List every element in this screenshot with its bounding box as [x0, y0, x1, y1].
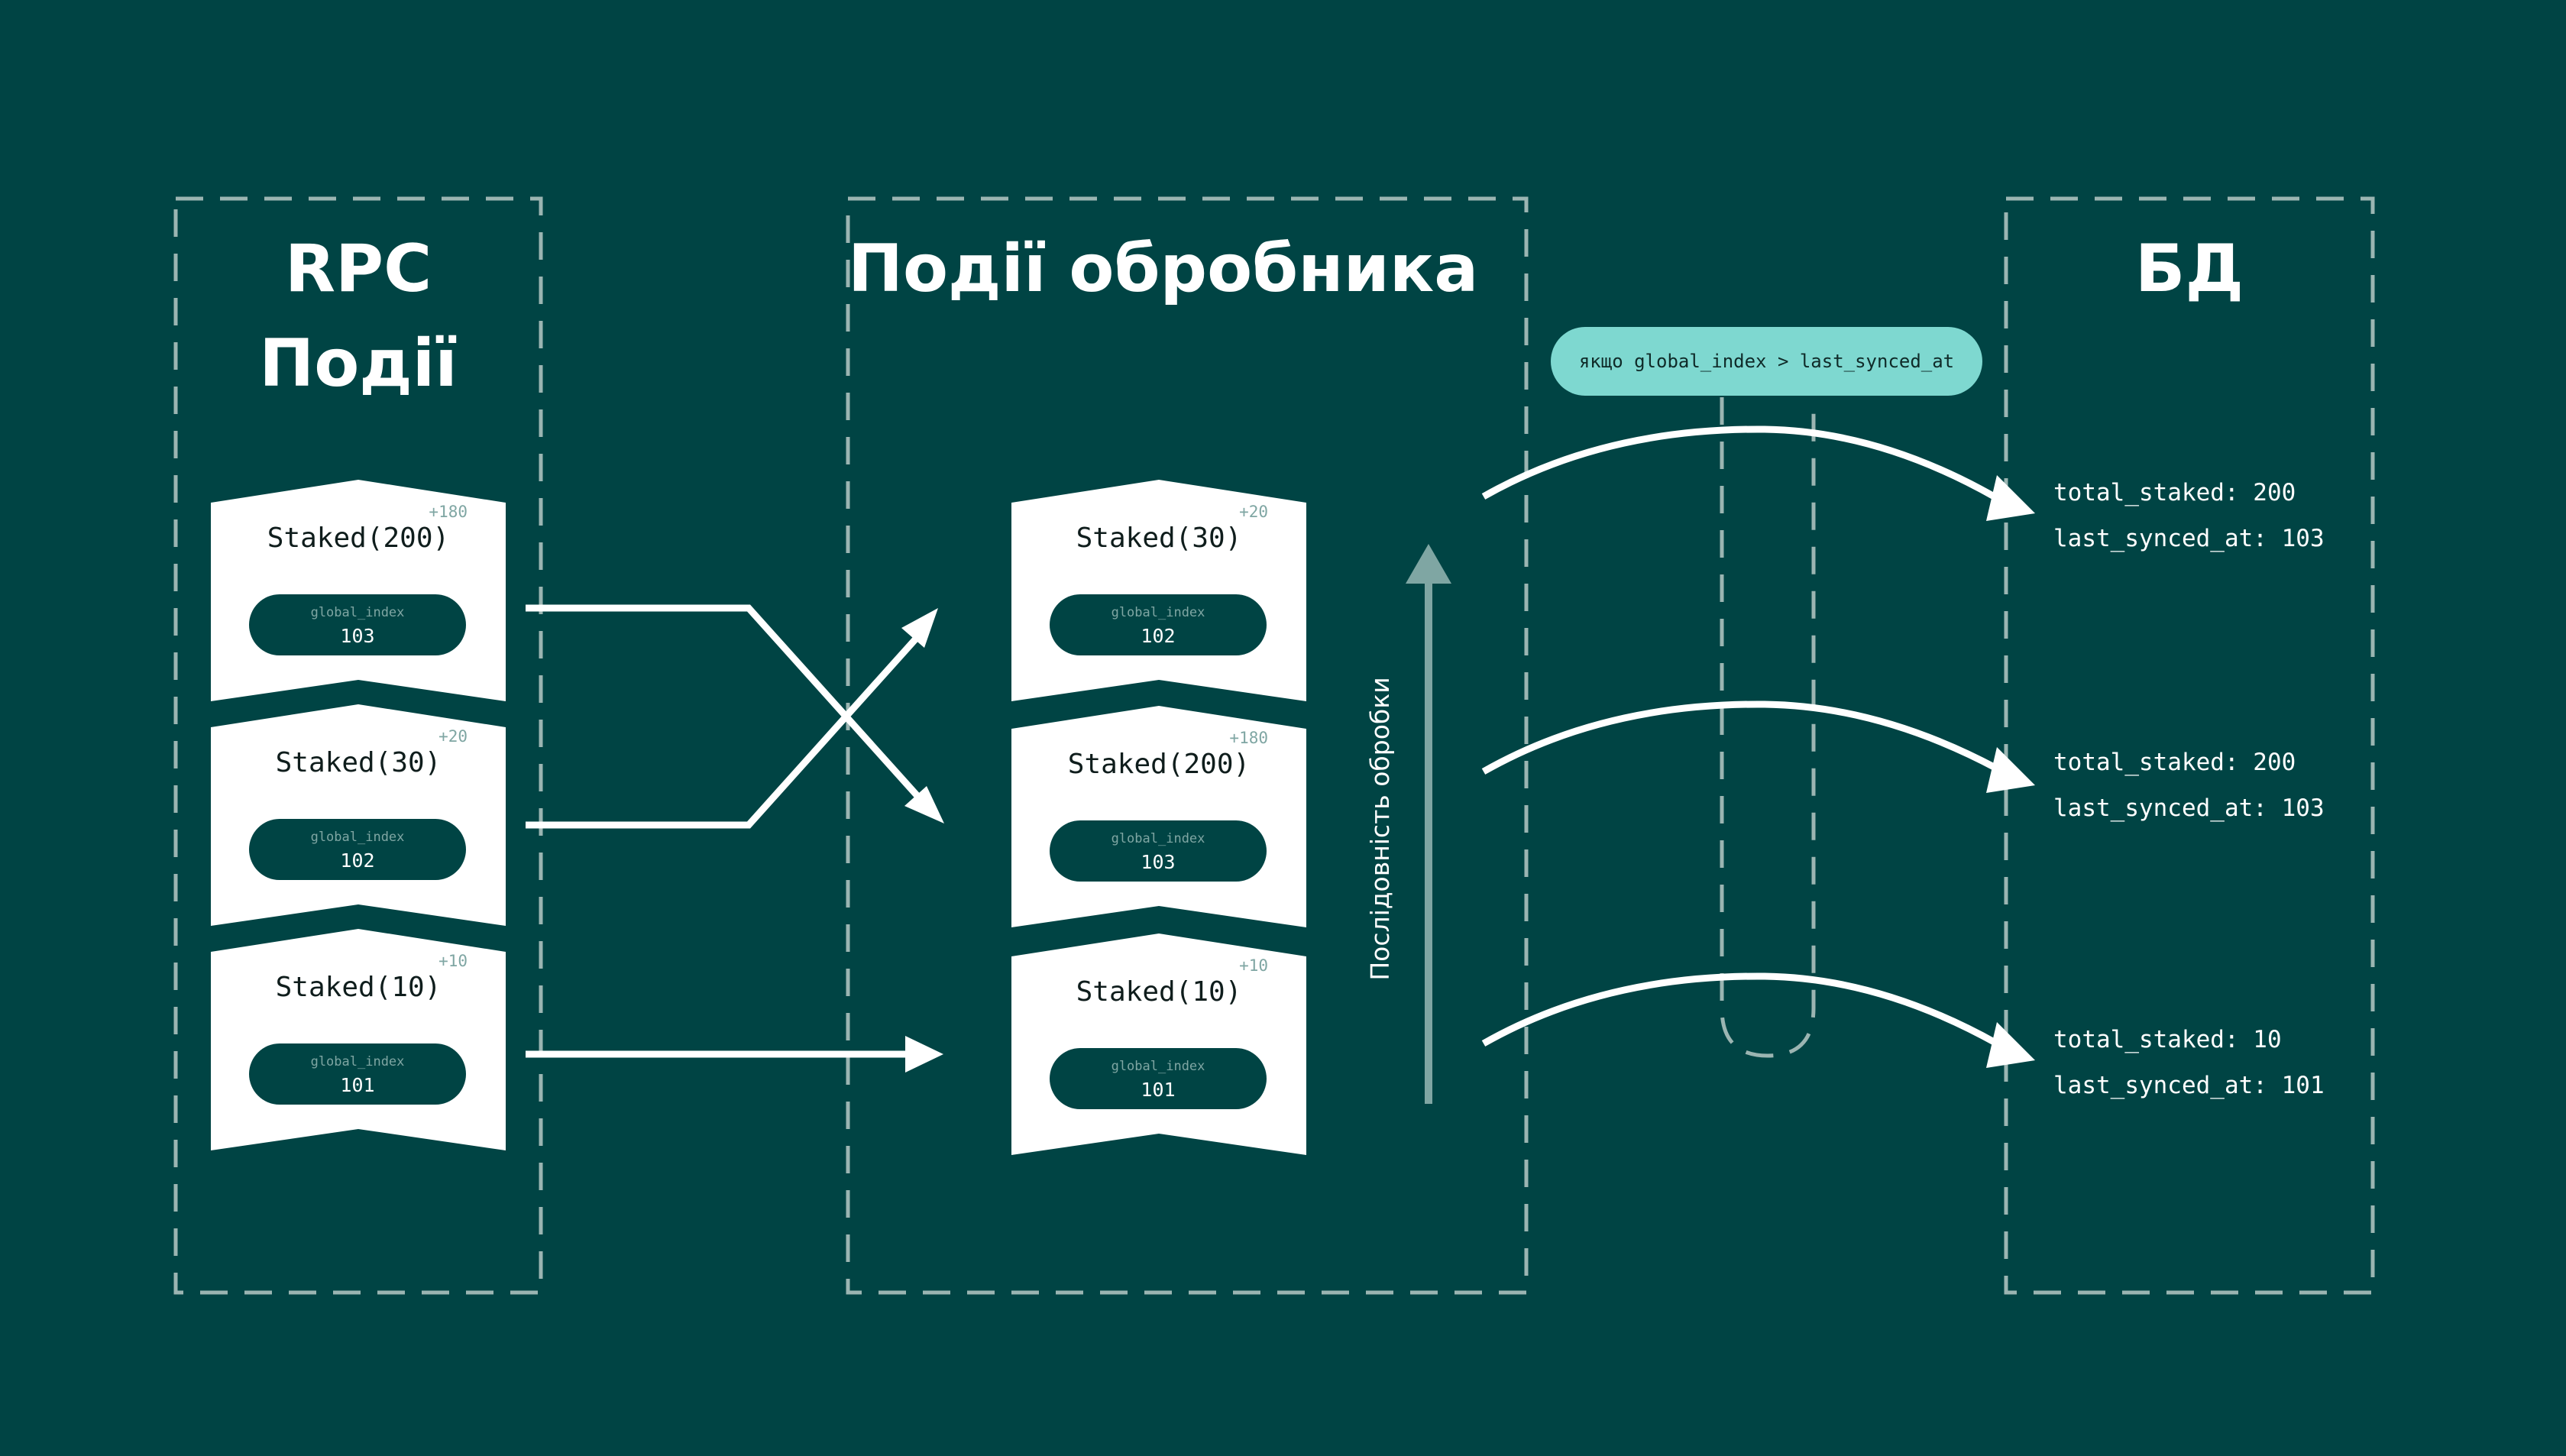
global-index-value: 103 [340, 625, 375, 647]
db-total-staked: total_staked: 200 [2053, 749, 2296, 776]
global-index-label: global_index [1111, 1059, 1205, 1074]
global-index-pill: global_index 102 [249, 819, 466, 880]
rpc-event-card: +10 Staked(10) global_index 101 [211, 929, 506, 1158]
db-update-curve-2-arrowhead [1986, 747, 2035, 793]
processing-order-label: Послідовність обробки [1365, 677, 1395, 981]
condition-bracket [1720, 397, 1816, 1058]
global-index-label: global_index [310, 830, 405, 845]
rpc-column-frame [173, 196, 543, 1295]
db-update-curve-3 [1481, 972, 1999, 1047]
rpc-column-title: RPC Події [176, 222, 541, 411]
db-update-curve-2 [1481, 700, 1999, 775]
rpc-event-card: +20 Staked(30) global_index 102 [211, 704, 506, 933]
connector-staked30 [526, 628, 926, 829]
event-title: Staked(30) [1076, 523, 1242, 554]
sync-condition-pill: якщо global_index > last_synced_at [1551, 327, 1982, 396]
global-index-value: 103 [1141, 851, 1176, 873]
global-index-pill: global_index 101 [249, 1043, 466, 1105]
processor-event-card: +10 Staked(10) global_index 101 [1011, 933, 1306, 1163]
event-delta: +10 [438, 952, 468, 970]
db-update-curve-3-arrowhead [1986, 1022, 2035, 1068]
event-delta: +180 [429, 503, 468, 521]
db-total-staked: total_staked: 10 [2053, 1026, 2282, 1053]
db-last-synced-at: last_synced_at: 101 [2053, 1072, 2325, 1099]
event-title: Staked(200) [1067, 749, 1251, 780]
global-index-pill: global_index 102 [1050, 594, 1267, 655]
event-delta: +180 [1229, 729, 1268, 747]
global-index-value: 101 [1141, 1079, 1176, 1101]
db-total-staked: total_staked: 200 [2053, 479, 2296, 506]
db-last-synced-at: last_synced_at: 103 [2053, 794, 2325, 822]
db-update-curve-1-arrowhead [1986, 475, 2035, 521]
db-column-frame [2004, 196, 2375, 1295]
processing-order-arrowhead [1406, 544, 1451, 584]
event-title: Staked(30) [275, 747, 442, 778]
connector-staked30-arrowhead [901, 608, 938, 648]
connector-staked200 [526, 604, 927, 807]
global-index-value: 102 [1141, 625, 1176, 647]
event-delta: +10 [1239, 956, 1268, 975]
global-index-value: 101 [340, 1074, 375, 1096]
connector-staked200-arrowhead [904, 786, 944, 823]
processor-event-card: +20 Staked(30) global_index 102 [1011, 480, 1306, 709]
global-index-label: global_index [1111, 831, 1205, 846]
db-last-synced-at: last_synced_at: 103 [2053, 525, 2325, 552]
rpc-title-line-1: RPC [284, 231, 432, 307]
event-title: Staked(10) [275, 972, 442, 1003]
rpc-event-card: +180 Staked(200) global_index 103 [211, 480, 506, 709]
global-index-label: global_index [310, 605, 405, 620]
event-title: Staked(200) [267, 523, 450, 554]
event-title: Staked(10) [1076, 976, 1242, 1008]
rpc-title-line-2: Події [259, 325, 458, 402]
global-index-pill: global_index 103 [249, 594, 466, 655]
event-delta: +20 [1239, 503, 1268, 521]
event-delta: +20 [438, 727, 468, 746]
global-index-label: global_index [1111, 605, 1205, 620]
connector-staked10-arrowhead [905, 1036, 943, 1073]
global-index-pill: global_index 101 [1050, 1048, 1267, 1109]
processor-column-title: Події обробника [848, 231, 1479, 307]
processor-event-card: +180 Staked(200) global_index 103 [1011, 706, 1306, 935]
db-column-title: БД [2134, 231, 2244, 307]
db-update-curve-1 [1481, 425, 1999, 501]
global-index-value: 102 [340, 849, 375, 872]
global-index-label: global_index [310, 1054, 405, 1069]
global-index-pill: global_index 103 [1050, 820, 1267, 882]
